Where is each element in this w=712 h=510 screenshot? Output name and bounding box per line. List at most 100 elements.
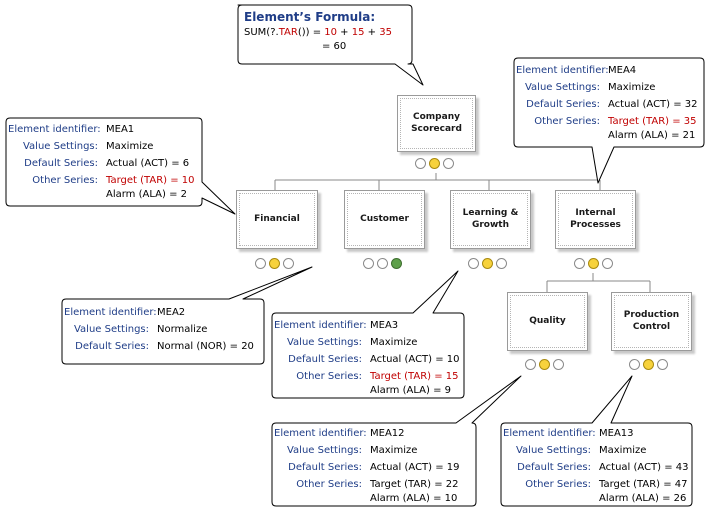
callout-mea2-shape	[61, 266, 313, 365]
label-identifier: Element identifier:	[274, 428, 367, 439]
row-identifier: Element identifier:MEA12	[274, 425, 460, 442]
traffic-lights	[525, 359, 564, 370]
light-off-icon	[415, 158, 426, 169]
value-alarm-series: Alarm (ALA) = 2	[106, 189, 187, 200]
label-other-series: Other Series:	[525, 479, 591, 490]
value-default-series: Actual (ACT) = 43	[599, 462, 689, 473]
value-value-settings: Maximize	[106, 141, 154, 152]
label-value-settings: Value Settings:	[286, 445, 362, 456]
label-value-settings: Value Settings:	[524, 82, 600, 93]
light-yellow-icon	[482, 258, 493, 269]
value-identifier: MEA2	[157, 307, 186, 318]
value-value-settings: Maximize	[370, 445, 418, 456]
row-alarm-series: Alarm (ALA) = 9	[274, 385, 460, 402]
label-default-series: Default Series:	[526, 99, 600, 110]
value-default-series: Actual (ACT) = 19	[370, 462, 460, 473]
callout-mea3-shape	[271, 270, 465, 399]
node-quality[interactable]: Quality	[507, 292, 588, 351]
value-alarm-series: Alarm (ALA) = 9	[370, 385, 451, 396]
light-off-icon	[525, 359, 536, 370]
node-production-control[interactable]: Production Control	[611, 292, 692, 351]
label-value-settings: Value Settings:	[73, 324, 149, 335]
formula-plus-1: +	[337, 27, 352, 38]
callout-mea4-shape	[513, 57, 705, 184]
callout-mea13-shape	[500, 375, 693, 507]
value-alarm-series: Alarm (ALA) = 21	[608, 130, 696, 141]
formula-term-b: 15	[351, 27, 365, 38]
label-other-series: Other Series:	[296, 371, 362, 382]
callout-mea1: Element identifier: MEA1 Value Settings: M…	[8, 121, 195, 206]
label-default-series: Default Series:	[24, 158, 98, 169]
callout-mea3: Element identifier:MEA3 Value Settings: M…	[274, 317, 460, 402]
row-other-series: Other Series:Target (TAR) = 35	[516, 113, 698, 130]
row-alarm-series: Alarm (ALA) = 10	[274, 493, 460, 510]
formula-result: = 60	[322, 41, 347, 52]
value-target-series: Target (TAR) = 10	[106, 175, 195, 186]
formula-prefix: SUM(?.	[244, 27, 279, 38]
row-value-settings: Value Settings: Normalize	[64, 321, 254, 338]
label-default-series: Default Series:	[517, 462, 591, 473]
light-yellow-icon	[269, 258, 280, 269]
row-other-series: Other Series: Target (TAR) = 47	[503, 476, 689, 493]
value-value-settings: Maximize	[370, 337, 418, 348]
row-default-series: Default Series:Normal (NOR) = 20	[64, 338, 254, 355]
light-off-icon	[283, 258, 294, 269]
callout-mea12: Element identifier:MEA12 Value Settings:…	[274, 425, 460, 510]
row-default-series: Default Series:Actual (ACT) = 19	[274, 459, 460, 476]
light-yellow-icon	[643, 359, 654, 370]
value-identifier: MEA1	[106, 124, 135, 135]
node-company-scorecard[interactable]: Company Scorecard	[397, 95, 476, 152]
value-default-series: Actual (ACT) = 32	[608, 99, 698, 110]
value-identifier: MEA13	[599, 428, 634, 439]
traffic-lights	[468, 258, 507, 269]
label-identifier: Element identifier:	[64, 307, 157, 318]
row-default-series: Default Series: Actual (ACT) = 43	[503, 459, 689, 476]
callout-mea1-shape	[5, 117, 236, 215]
label-default-series: Default Series:	[288, 354, 362, 365]
row-value-settings: Value Settings: Maximize	[274, 334, 460, 351]
light-off-icon	[602, 258, 613, 269]
value-alarm-series: Alarm (ALA) = 26	[599, 493, 687, 504]
light-off-icon	[443, 158, 454, 169]
callout-mea13: Element identifier:MEA13 Value Settings:…	[503, 425, 689, 510]
row-value-settings: Value Settings:Maximize	[516, 79, 698, 96]
formula-title: Element’s Formula:	[244, 10, 376, 24]
label-other-series: Other Series:	[32, 175, 98, 186]
value-value-settings: Normalize	[157, 324, 208, 335]
value-identifier: MEA12	[370, 428, 405, 439]
callout-formula-shape	[237, 4, 424, 86]
value-target-series: Target (TAR) = 47	[599, 479, 688, 490]
traffic-lights	[629, 359, 668, 370]
row-identifier: Element identifier:MEA13	[503, 425, 689, 442]
label-value-settings: Value Settings:	[286, 337, 362, 348]
light-off-icon	[377, 258, 388, 269]
node-learning-growth[interactable]: Learning & Growth	[450, 190, 531, 249]
label-other-series: Other Series:	[296, 479, 362, 490]
node-customer[interactable]: Customer	[344, 190, 425, 249]
row-value-settings: Value Settings: Maximize	[8, 138, 195, 155]
row-identifier: Element identifier:MEA3	[274, 317, 460, 334]
row-other-series: Other Series: Target (TAR) = 10	[8, 172, 195, 189]
row-other-series: Other Series:Target (TAR) = 22	[274, 476, 460, 493]
formula-callout: Element’s Formula: SUM(?.TAR()) = 10 + 1…	[244, 8, 392, 54]
row-identifier: Element identifier: MEA1	[8, 121, 195, 138]
light-off-icon	[629, 359, 640, 370]
callout-mea12-shape	[271, 375, 522, 507]
row-identifier: Element identifier:MEA2	[64, 304, 254, 321]
row-alarm-series: Alarm (ALA) = 26	[503, 493, 689, 510]
label-identifier: Element identifier:	[274, 320, 367, 331]
row-alarm-series: Alarm (ALA) = 2	[8, 189, 195, 206]
label-identifier: Element identifier:	[8, 124, 101, 135]
value-target-series: Target (TAR) = 35	[608, 116, 697, 127]
label-value-settings: Value Settings:	[22, 141, 98, 152]
light-off-icon	[363, 258, 374, 269]
node-internal-processes[interactable]: Internal Processes	[555, 190, 636, 249]
formula-plus-2: +	[364, 27, 380, 38]
row-default-series: Default Series:Actual (ACT) = 6	[8, 155, 195, 172]
value-target-series: Target (TAR) = 15	[370, 371, 459, 382]
light-off-icon	[657, 359, 668, 370]
value-identifier: MEA4	[608, 65, 637, 76]
node-financial[interactable]: Financial	[236, 190, 318, 249]
light-yellow-icon	[588, 258, 599, 269]
